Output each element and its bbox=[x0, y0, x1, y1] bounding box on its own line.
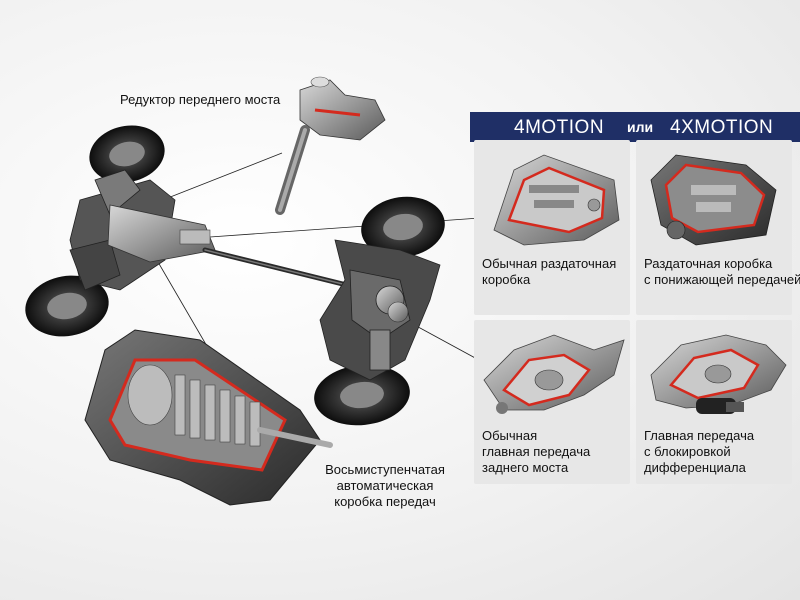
label-transmission-line-2: автоматическая bbox=[336, 478, 434, 493]
transfer-case-low-range-image bbox=[650, 154, 777, 246]
label-rear-locking: Главная передача с блокировкой дифференц… bbox=[644, 428, 754, 476]
rear-subframe bbox=[319, 239, 441, 381]
label-transmission: Восьмиступенчатая автоматическая коробка… bbox=[315, 462, 455, 510]
chassis-rear-differential bbox=[387, 301, 409, 323]
label-transmission-line-3: коробка передач bbox=[334, 494, 436, 509]
label-transfer-standard-line-1: Обычная раздаточная bbox=[482, 256, 617, 271]
transmission-housing-top bbox=[107, 204, 216, 263]
system-banner: 4MOTION или 4XMOTION bbox=[470, 112, 800, 142]
front-left-wheel bbox=[89, 125, 165, 183]
label-front-axle-text: Редуктор переднего моста bbox=[120, 92, 281, 107]
rear-differential-locking-image bbox=[650, 334, 787, 414]
label-rear-standard-line-1: Обычная bbox=[482, 428, 538, 443]
label-rear-locking-line-3: дифференциала bbox=[644, 460, 746, 475]
label-transfer-standard: Обычная раздаточная коробка bbox=[482, 256, 616, 288]
banner-or: или bbox=[627, 119, 654, 135]
cell-rear-standard: Обычная главная передача заднего моста bbox=[474, 320, 630, 484]
comparison-panel: 4MOTION или 4XMOTION Обычная раздаточная… bbox=[470, 112, 800, 484]
label-transfer-standard-line-2: коробка bbox=[482, 272, 531, 287]
label-transfer-low-line-1: Раздаточная коробка bbox=[644, 256, 773, 271]
automatic-transmission-cutaway bbox=[84, 329, 333, 506]
cell-transfer-standard: Обычная раздаточная коробка bbox=[474, 140, 630, 315]
label-rear-standard-line-2: главная передача bbox=[482, 444, 591, 459]
label-rear-standard: Обычная главная передача заднего моста bbox=[482, 428, 590, 476]
rear-left-wheel bbox=[25, 275, 109, 337]
label-transmission-line-1: Восьмиступенчатая bbox=[325, 462, 445, 477]
label-front-axle: Редуктор переднего моста bbox=[120, 92, 280, 108]
cell-rear-locking: Главная передача с блокировкой дифференц… bbox=[636, 320, 792, 484]
label-transfer-low-line-2: с понижающей передачей bbox=[644, 272, 800, 287]
cell-transfer-low: Раздаточная коробка с понижающей передач… bbox=[636, 140, 800, 315]
rear-right-wheel bbox=[314, 364, 410, 426]
rear-differential-standard-image bbox=[483, 334, 625, 414]
banner-4motion: 4MOTION bbox=[514, 117, 605, 138]
front-axle-differential bbox=[275, 76, 386, 215]
label-transfer-low: Раздаточная коробка с понижающей передач… bbox=[644, 256, 800, 288]
front-right-wheel bbox=[361, 196, 445, 258]
label-rear-standard-line-3: заднего моста bbox=[482, 460, 569, 475]
label-rear-locking-line-2: с блокировкой bbox=[644, 444, 731, 459]
label-rear-locking-line-1: Главная передача bbox=[644, 428, 755, 443]
transfer-case-standard-image bbox=[493, 154, 620, 246]
banner-4xmotion: 4XMOTION bbox=[670, 117, 774, 138]
